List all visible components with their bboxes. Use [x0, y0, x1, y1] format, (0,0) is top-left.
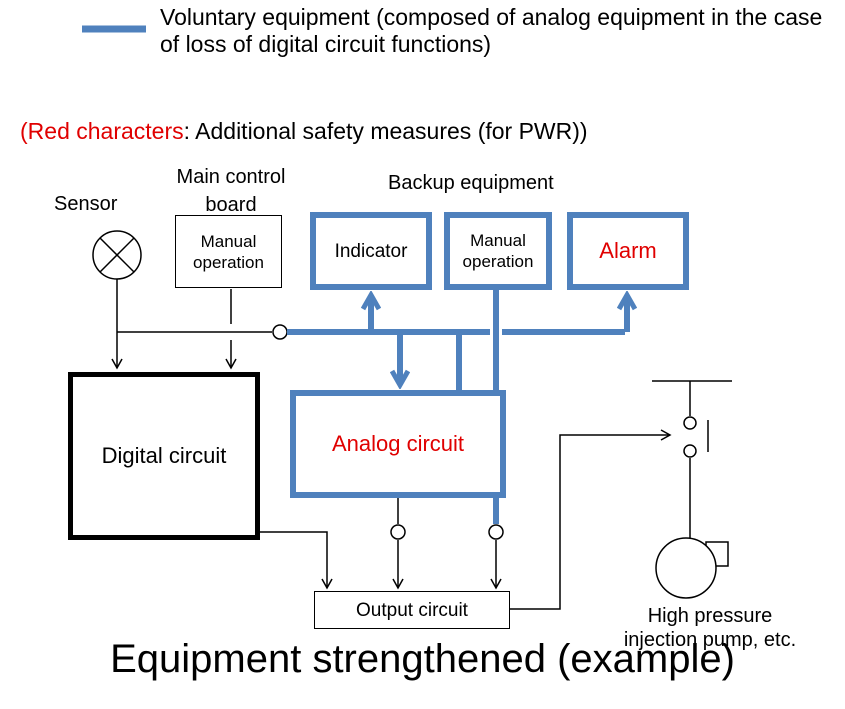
color-note: (Red characters: Additional safety measu…	[20, 118, 588, 145]
digital-circuit-box: Digital circuit	[68, 372, 260, 540]
legend-label: Voluntary equipment (composed of analog …	[160, 4, 823, 57]
sensor-icon	[92, 230, 142, 280]
figure-caption: Equipment strengthened (example)	[110, 637, 735, 681]
manual-operation-backup-box: Manual operation	[444, 212, 552, 290]
black-signal-lines	[111, 279, 732, 610]
pump-label: High pressure injection pump, etc.	[590, 604, 830, 652]
output-circuit-box: Output circuit	[314, 591, 510, 629]
backup-equipment-label: Backup equipment	[388, 172, 554, 194]
manual-operation-main-box: Manual operation	[175, 215, 282, 288]
contact-circles	[272, 324, 697, 540]
pump-icon	[655, 537, 729, 599]
indicator-box: Indicator	[310, 212, 432, 290]
pump-line1: High pressure	[647, 605, 773, 627]
main-board-line2: board	[205, 194, 257, 216]
alarm-box: Alarm	[567, 212, 689, 290]
note-open: (	[20, 118, 28, 144]
pump-line2: injection pump, etc.	[623, 629, 797, 651]
main-board-line1: Main control	[176, 166, 286, 188]
main-control-board-label: Main control board	[146, 163, 316, 219]
analog-circuit-box: Analog circuit	[290, 390, 506, 498]
sensor-label: Sensor	[54, 193, 118, 215]
note-rest: : Additional safety measures (for PWR))	[183, 118, 588, 144]
note-red-characters: Red characters	[27, 118, 184, 144]
